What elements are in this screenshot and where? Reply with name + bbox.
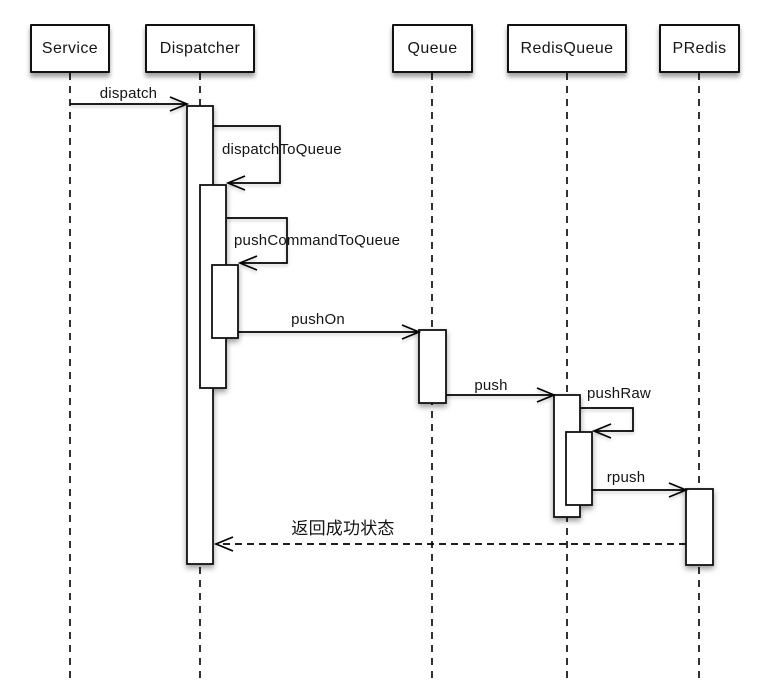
participant-label-predis: PRedis [672,39,727,57]
participant-box-service: Service [30,24,110,73]
arrow-push-on [238,324,422,340]
message-label-push-on: pushOn [291,311,345,328]
arrow-push-command-to-queue-self [227,217,288,271]
participant-box-predis: PRedis [659,24,740,73]
message-label-rpush: rpush [606,469,646,486]
participant-label-queue: Queue [407,39,458,57]
participant-box-redisqueue: RedisQueue [507,24,627,73]
activation-redisqueue-inner [565,431,593,506]
arrow-rpush [592,482,689,498]
participant-label-dispatcher: Dispatcher [159,39,241,57]
participant-label-service: Service [41,39,99,57]
participant-box-queue: Queue [392,24,473,73]
message-label-push-command-to-queue: pushCommandToQueue [234,232,401,249]
activation-dispatcher-inner [211,264,239,339]
arrow-dispatch-to-queue-self [213,125,281,191]
message-label-dispatch: dispatch [99,85,158,102]
arrow-push-raw-self [580,407,634,439]
arrow-dispatch [70,96,190,112]
message-label-push: push [474,377,508,394]
message-label-push-raw: pushRaw [587,385,651,402]
arrow-return-status [213,536,686,552]
activation-queue [418,329,447,404]
arrow-push [446,387,557,403]
participant-label-redisqueue: RedisQueue [520,39,614,57]
message-label-return-status: 返回成功状态 [291,519,395,538]
participant-box-dispatcher: Dispatcher [145,24,255,73]
message-label-dispatch-to-queue: dispatchToQueue [222,141,342,158]
activation-predis [685,488,714,566]
